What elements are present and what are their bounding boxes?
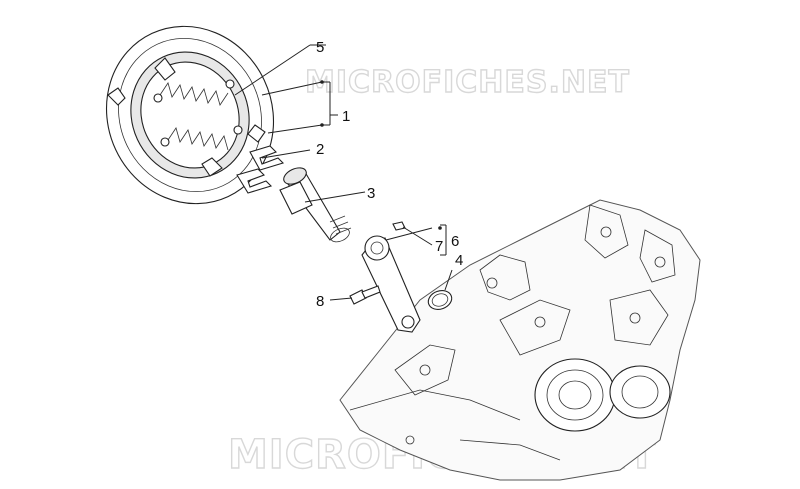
callout-1: 1: [342, 108, 350, 125]
callout-2: 2: [316, 141, 324, 158]
brake-lever: [361, 221, 421, 333]
callout-4: 4: [455, 252, 463, 269]
brake-cam-shaft: [279, 167, 352, 243]
bolt: [349, 285, 381, 305]
leader-lines: [234, 44, 453, 301]
watermark-top: MICROFICHES.NET: [305, 65, 630, 100]
crankcase: [339, 199, 701, 481]
callout-6: 6: [451, 233, 459, 250]
callout-8: 8: [316, 293, 324, 310]
callout-5: 5: [316, 39, 324, 56]
callout-7: 7: [435, 238, 443, 255]
brake-springs: [153, 79, 243, 151]
o-ring: [427, 290, 453, 310]
callout-3: 3: [367, 185, 375, 202]
retaining-clips: [236, 145, 285, 194]
brake-shoes: [105, 25, 275, 205]
